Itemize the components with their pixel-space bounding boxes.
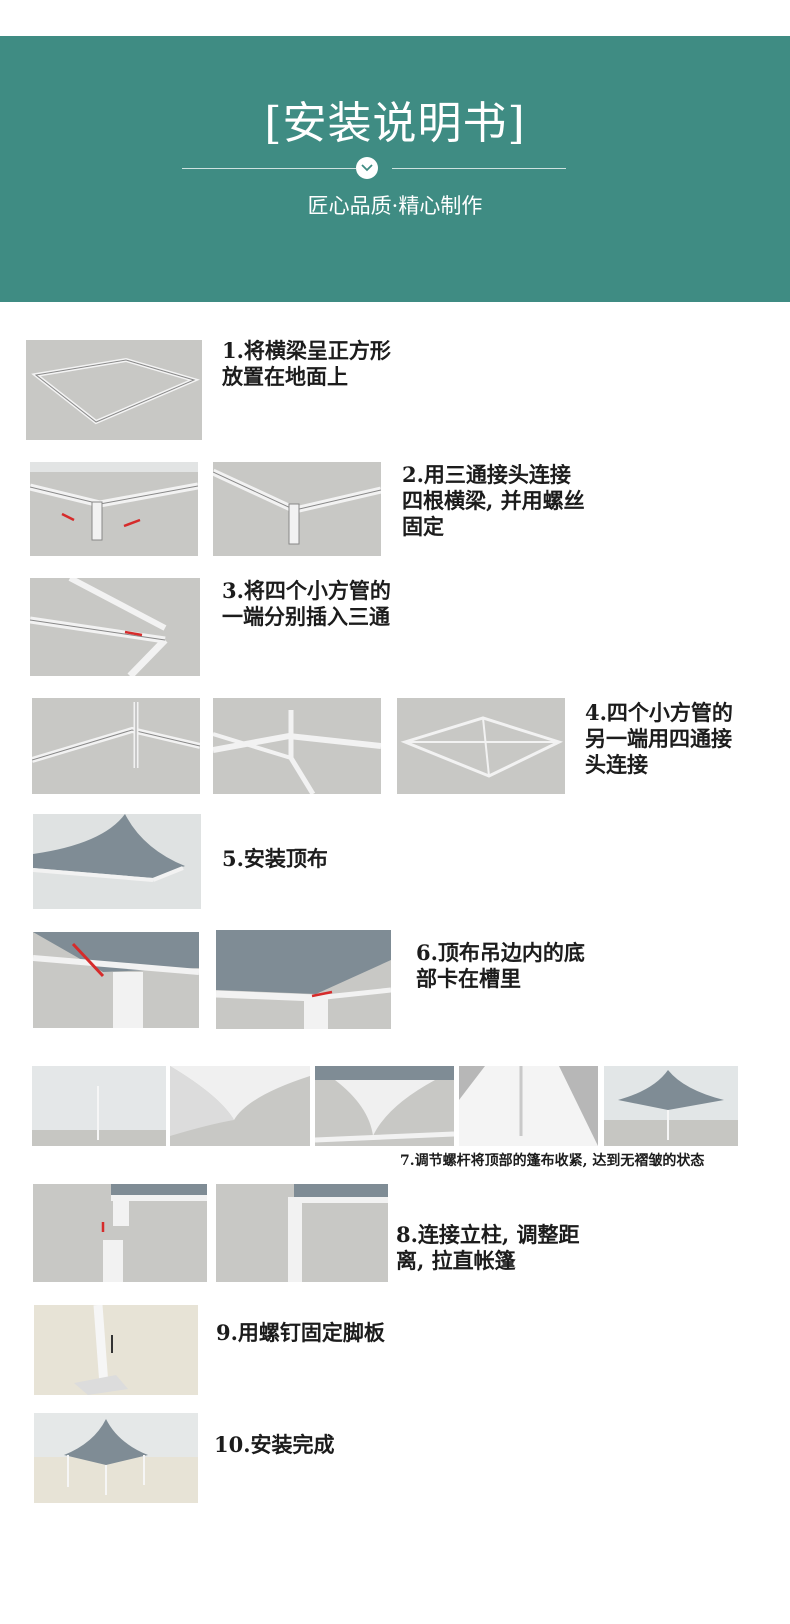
- step-5-text: 5.安装顶布: [222, 846, 328, 871]
- step-7-image-c: [315, 1066, 454, 1146]
- step-1-image: [26, 340, 202, 440]
- step-4-text: 4.四个小方管的 另一端用四通接 头连接: [585, 700, 733, 777]
- step-4-image-c: [397, 698, 565, 794]
- divider-left: [182, 168, 356, 169]
- step-1-text: 1.将横梁呈正方形 放置在地面上: [222, 338, 391, 389]
- step-4-image-a: [32, 698, 200, 794]
- step-10-text: 10.安装完成: [214, 1432, 335, 1457]
- chevron-down-icon: [356, 157, 378, 179]
- step-3-text: 3.将四个小方管的 一端分别插入三通: [222, 578, 391, 629]
- step-2-image-a: [30, 462, 198, 556]
- step-2-image-b: [213, 462, 381, 556]
- step-6-image-b: [216, 930, 391, 1029]
- step-7-image-e: [604, 1066, 738, 1146]
- step-7-image-d: [459, 1066, 598, 1146]
- step-4-image-b: [213, 698, 381, 794]
- step-8-text: 8.连接立柱, 调整距 离, 拉直帐篷: [396, 1222, 580, 1273]
- step-8-image-b: [216, 1184, 388, 1282]
- step-7-image-b: [170, 1066, 310, 1146]
- step-6-image-a: [33, 932, 199, 1028]
- step-6-text: 6.顶布吊边内的底 部卡在槽里: [416, 940, 585, 991]
- header-banner: [安装说明书] 匠心品质·精心制作: [0, 36, 790, 302]
- step-7-text: 7.调节螺杆将顶部的篷布收紧, 达到无褶皱的状态: [400, 1153, 705, 1169]
- step-8-image-a: [33, 1184, 207, 1282]
- step-2-text: 2.用三通接头连接 四根横梁, 并用螺丝 固定: [402, 462, 585, 539]
- step-9-image: [34, 1305, 198, 1395]
- step-9-text: 9.用螺钉固定脚板: [216, 1320, 385, 1345]
- step-10-image: [34, 1413, 198, 1503]
- step-3-image: [30, 578, 200, 676]
- step-7-image-a: [32, 1066, 166, 1146]
- page-subtitle: 匠心品质·精心制作: [307, 194, 483, 218]
- step-5-image: [33, 814, 201, 909]
- page-title: [安装说明书]: [264, 98, 526, 149]
- divider-right: [392, 168, 566, 169]
